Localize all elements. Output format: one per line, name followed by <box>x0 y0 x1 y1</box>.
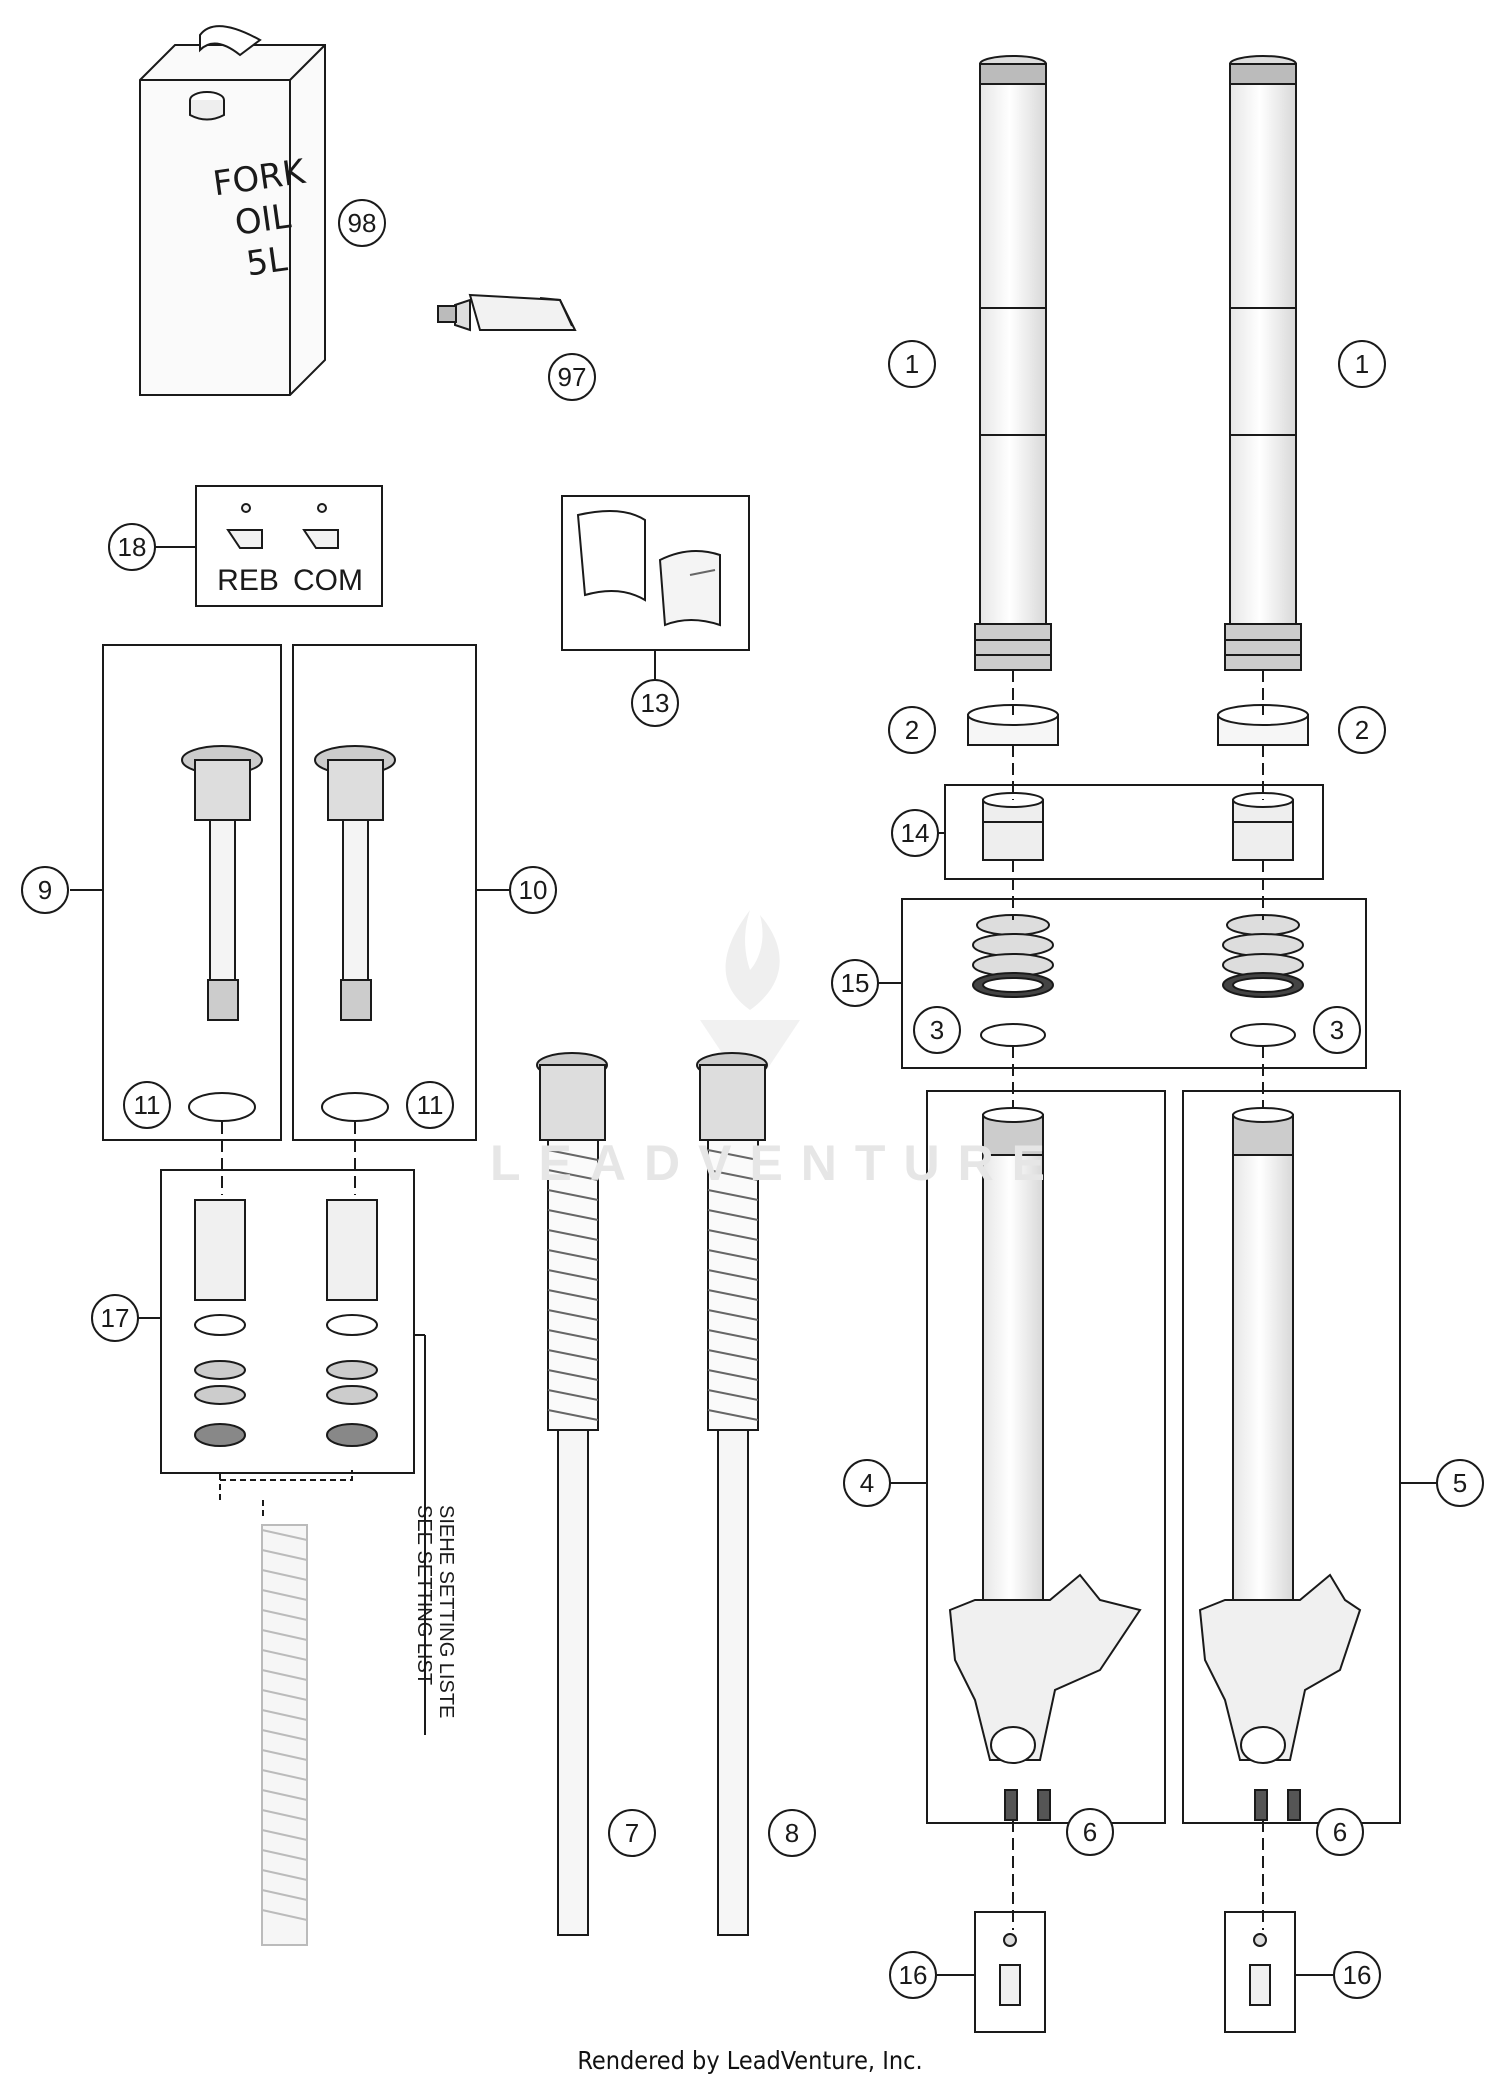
callout-11-left: 11 <box>134 1090 161 1120</box>
callout-15: 15 <box>841 968 870 998</box>
box-15-seals <box>901 898 1367 1069</box>
callout-8: 8 <box>785 1818 799 1848</box>
box-5-lower-leg <box>1182 1090 1401 1824</box>
callout-2-left: 2 <box>905 715 919 745</box>
callout-11-right: 11 <box>417 1090 444 1120</box>
callout-10: 10 <box>519 875 548 905</box>
damper-rod-7 <box>536 1052 608 1936</box>
callout-circles <box>21 199 1484 1999</box>
callout-16-left: 16 <box>899 1960 928 1990</box>
callout-18: 18 <box>118 532 147 562</box>
box-13-bushings <box>561 495 750 651</box>
assembly-center-lines <box>221 670 1264 1930</box>
damper-rod-8 <box>696 1052 768 1936</box>
callout-5: 5 <box>1453 1468 1467 1498</box>
setting-list-en: SEE SETTING LIST <box>413 1505 435 1685</box>
grease-tube <box>437 293 577 332</box>
fork-oil-can <box>139 25 326 396</box>
watermark-text: LEADVENTURE <box>490 1135 1064 1191</box>
can-label-volume: 5L <box>244 239 290 284</box>
callout-3-left: 3 <box>930 1015 944 1045</box>
box-14-bushings <box>944 784 1324 880</box>
callout-3-right: 3 <box>1330 1015 1344 1045</box>
box-4-lower-leg <box>926 1090 1166 1824</box>
callout-1-right: 1 <box>1355 349 1369 379</box>
callout-7: 7 <box>625 1818 639 1848</box>
footer-credit: Rendered by LeadVenture, Inc. <box>577 2046 923 2075</box>
callout-97: 97 <box>558 362 587 392</box>
setting-list-de: SIEHE SETTING LISTE <box>435 1505 457 1718</box>
box-18-adjusters <box>195 485 383 607</box>
callout-4: 4 <box>860 1468 874 1498</box>
upper-tube-right <box>1224 55 1302 671</box>
callout-13: 13 <box>641 688 670 718</box>
callout-98: 98 <box>348 208 377 238</box>
callout-leader-lines <box>70 546 1437 1976</box>
callout-17: 17 <box>101 1303 130 1333</box>
callout-9: 9 <box>38 875 52 905</box>
can-label-oil: OIL <box>232 196 293 243</box>
callout-6-right: 6 <box>1333 1817 1347 1847</box>
fork-guard-rings <box>967 704 1309 746</box>
callout-6-left: 6 <box>1083 1817 1097 1847</box>
callout-14: 14 <box>901 818 930 848</box>
box-16-bolts <box>974 1911 1296 2033</box>
callout-16-right: 16 <box>1343 1960 1372 1990</box>
watermark-flame-icon <box>700 910 800 1080</box>
compression-label: COM <box>293 564 363 597</box>
fork-spring <box>219 1470 353 1946</box>
callout-1-left: 1 <box>905 349 919 379</box>
box-10-cartridge <box>292 644 477 1141</box>
upper-tube-left <box>974 55 1052 671</box>
box-17-valves <box>160 1169 415 1474</box>
rebound-label: REB <box>217 564 279 597</box>
box-9-cartridge <box>102 644 282 1141</box>
callout-2-right: 2 <box>1355 715 1369 745</box>
